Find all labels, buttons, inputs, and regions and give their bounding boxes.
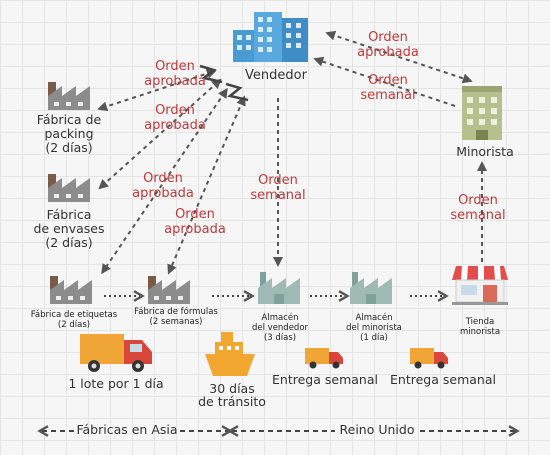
label-tienda-line2: minorista bbox=[459, 326, 501, 337]
order-label-1-line2: aprobada bbox=[144, 73, 206, 89]
order-label-6-line2: aprobada bbox=[357, 44, 419, 60]
label-etiquetas-factory: Fábrica de etiquetas (2 días) bbox=[22, 310, 126, 331]
order-label-5-line1: Orden bbox=[258, 173, 298, 188]
label-packing-line3: (2 días) bbox=[45, 139, 93, 155]
order-label-7-line2: semanal bbox=[360, 87, 416, 103]
label-envases-line2: de envases bbox=[33, 220, 105, 236]
packing-factory-icon bbox=[48, 82, 90, 110]
order-label-2-line2: aprobada bbox=[144, 117, 206, 133]
label-tienda: Tienda minorista bbox=[444, 317, 516, 338]
label-truck-2-entrega: Entrega semanal bbox=[272, 372, 378, 387]
order-label-2: Orden aprobada bbox=[130, 103, 220, 134]
label-almacen-vendedor-line3: (3 días) bbox=[263, 332, 297, 343]
truck-icon-large bbox=[80, 334, 152, 372]
label-ship-transito: 30 días de tránsito bbox=[188, 382, 276, 408]
zigzag-icons bbox=[199, 64, 249, 102]
almacen-vendedor-warehouse-icon bbox=[258, 272, 300, 304]
truck-icon-small-2 bbox=[410, 348, 448, 369]
label-almacen-vendedor: Almacén del vendedor (3 días) bbox=[240, 313, 320, 343]
order-label-1-line1: Orden bbox=[155, 59, 195, 74]
order-label-4: Orden aprobada bbox=[150, 207, 240, 238]
order-label-8-line2: semanal bbox=[450, 207, 506, 223]
arrow-minorista-vendedor bbox=[313, 56, 456, 107]
arrow-vendedor-formulas bbox=[167, 95, 246, 275]
label-etiquetas-line2: (2 días) bbox=[57, 319, 91, 330]
arrow-vendedor-minorista bbox=[325, 30, 473, 84]
almacen-minorista-warehouse-icon bbox=[350, 272, 392, 304]
label-region-uk: Reino Unido bbox=[339, 422, 415, 437]
label-region-asia: Fábricas en Asia bbox=[76, 422, 178, 437]
label-almacen-minorista-line3: (1 día) bbox=[360, 332, 388, 343]
order-label-3-line2: aprobada bbox=[132, 185, 194, 201]
order-label-4-line2: aprobada bbox=[164, 221, 226, 237]
label-tienda-line1: Tienda bbox=[465, 317, 495, 327]
label-truck-1-lote: 1 lote por 1 día bbox=[68, 376, 164, 391]
label-etiquetas-line1: Fábrica de etiquetas bbox=[30, 310, 118, 320]
label-ship-line2: de tránsito bbox=[198, 394, 266, 410]
order-label-8-line1: Orden bbox=[458, 193, 498, 208]
tienda-store-icon bbox=[452, 266, 508, 305]
vendedor-building-icon bbox=[233, 12, 308, 62]
label-envases-factory: Fábrica de envases (2 días) bbox=[22, 208, 116, 249]
label-packing-line2: packing bbox=[44, 125, 94, 141]
label-envases-line1: Fábrica bbox=[46, 207, 92, 222]
formulas-factory-icon bbox=[148, 276, 190, 304]
order-label-6-line1: Orden bbox=[368, 30, 408, 45]
order-label-7: Orden semanal bbox=[346, 73, 430, 104]
label-formulas-line2: (2 semanas) bbox=[149, 316, 203, 327]
envases-factory-icon bbox=[48, 174, 90, 202]
order-label-5-line2: semanal bbox=[250, 187, 306, 203]
label-almacen-minorista-line2: del minorista bbox=[346, 322, 402, 333]
order-label-2-line1: Orden bbox=[155, 103, 195, 118]
order-label-7-line1: Orden bbox=[368, 73, 408, 88]
label-packing-factory: Fábrica de packing (2 días) bbox=[22, 113, 116, 154]
order-label-1: Orden aprobada bbox=[130, 59, 220, 90]
label-packing-line1: Fábrica de bbox=[36, 112, 102, 127]
ship-icon bbox=[205, 332, 255, 376]
label-truck-3-entrega: Entrega semanal bbox=[390, 372, 496, 387]
label-ship-line1: 30 días bbox=[209, 381, 255, 396]
order-label-6: Orden aprobada bbox=[346, 30, 430, 61]
label-almacen-minorista: Almacén del minorista (1 día) bbox=[334, 313, 414, 343]
label-almacen-vendedor-line2: del vendedor bbox=[251, 322, 309, 333]
label-envases-line3: (2 días) bbox=[45, 234, 93, 250]
order-label-3: Orden aprobada bbox=[118, 171, 208, 202]
label-vendedor: Vendedor bbox=[245, 68, 307, 83]
label-formulas-line1: Fábrica de fórmulas bbox=[134, 307, 218, 317]
order-label-3-line1: Orden bbox=[143, 171, 183, 186]
label-almacen-minorista-line1: Almacén bbox=[355, 313, 393, 323]
label-formulas-factory: Fábrica de fórmulas (2 semanas) bbox=[124, 307, 228, 328]
minorista-building-icon bbox=[462, 86, 502, 140]
label-almacen-vendedor-line1: Almacén bbox=[261, 313, 299, 323]
order-label-4-line1: Orden bbox=[175, 207, 215, 222]
truck-icon-small-1 bbox=[305, 348, 343, 369]
label-minorista: Minorista bbox=[456, 144, 514, 159]
order-label-8: Orden semanal bbox=[444, 193, 512, 224]
order-label-5: Orden semanal bbox=[240, 173, 316, 204]
etiquetas-factory-icon bbox=[50, 276, 92, 304]
